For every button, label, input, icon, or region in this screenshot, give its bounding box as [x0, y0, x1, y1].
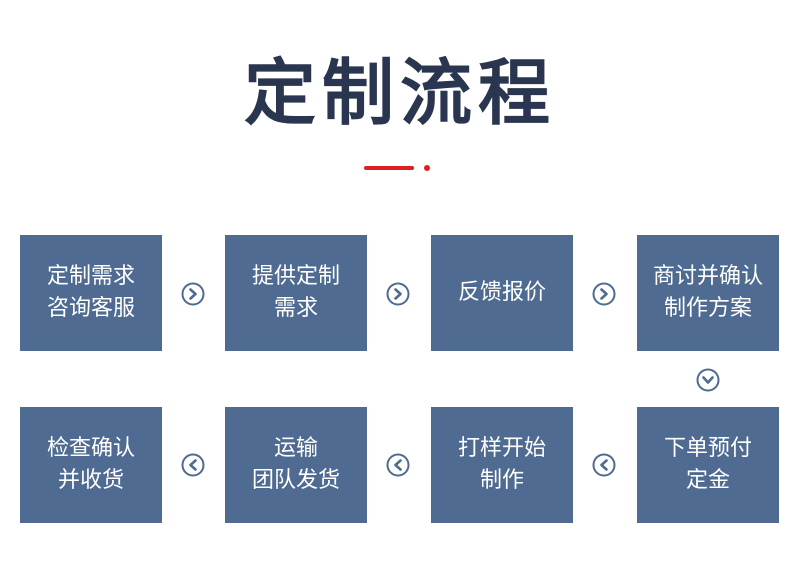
chevron-right-circle-icon	[385, 281, 411, 307]
chevron-right-circle-icon	[180, 281, 206, 307]
step-4-box: 商讨并确认 制作方案	[637, 235, 779, 351]
chevron-left-circle-icon	[591, 452, 617, 478]
step-8-box: 检查确认 并收货	[20, 407, 162, 523]
step-1-box: 定制需求 咨询客服	[20, 235, 162, 351]
page-title: 定制流程	[243, 51, 556, 135]
step-5-box: 下单预付 定金	[637, 407, 779, 523]
step-7-box: 运输 团队发货	[225, 407, 367, 523]
chevron-left-circle-icon	[180, 452, 206, 478]
chevron-right-circle-icon	[591, 281, 617, 307]
chevron-down-circle-icon	[695, 367, 721, 393]
title-underline	[364, 166, 414, 170]
chevron-left-circle-icon	[385, 452, 411, 478]
step-6-box: 打样开始 制作	[431, 407, 573, 523]
step-3-box: 反馈报价	[431, 235, 573, 351]
title-underline-dot	[424, 165, 430, 171]
step-2-box: 提供定制 需求	[225, 235, 367, 351]
